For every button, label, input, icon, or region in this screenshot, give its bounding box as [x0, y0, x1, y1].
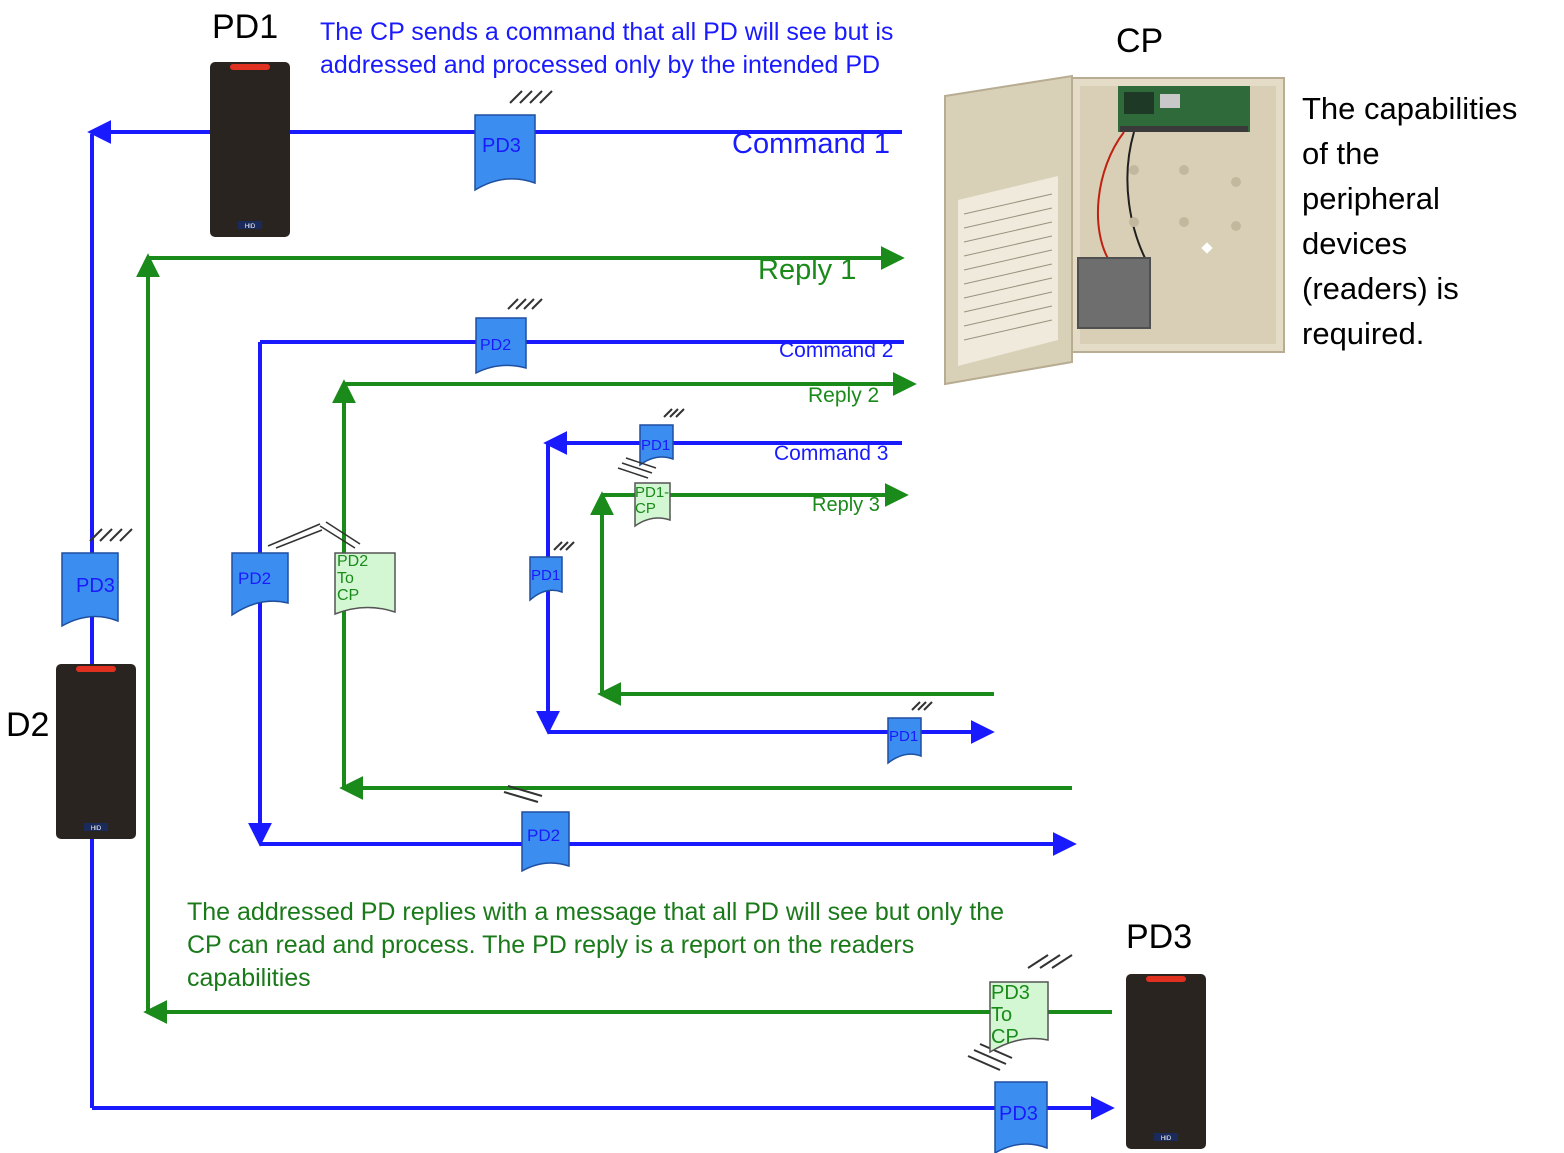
reader-badge-pd1: HID	[245, 224, 256, 230]
svg-text:PD1- CP: PD1- CP	[635, 484, 673, 517]
label-reply-3: Reply 3	[812, 494, 880, 516]
device-label-pd1: PD1	[212, 8, 279, 46]
reply-3-path	[590, 483, 994, 706]
packet-pd3-command1: PD3	[474, 90, 553, 192]
reader-badge-pd2: HID	[91, 826, 102, 832]
note-capabilities: The capabilities of the peripheral devic…	[1302, 91, 1518, 351]
svg-text:PD3: PD3	[482, 135, 521, 157]
label-command-2: Command 2	[779, 339, 894, 362]
packet-pd1-bottom: PD1	[887, 701, 933, 765]
packet-pd3-vertical: PD3	[61, 528, 133, 628]
packet-pd3-to-cp: PD3 To CP	[989, 954, 1073, 1054]
command-3-path	[536, 431, 995, 744]
device-label-cp: CP	[1116, 22, 1164, 60]
svg-text:PD2: PD2	[480, 337, 511, 354]
packet-pd2-command2: PD2	[475, 298, 543, 375]
label-reply-2: Reply 2	[808, 384, 880, 407]
packet-pd2-vertical: PD2	[231, 552, 289, 617]
reader-badge-pd3: HID	[1161, 1136, 1172, 1142]
svg-text:PD3: PD3	[999, 1103, 1038, 1125]
control-panel-image	[944, 74, 1285, 386]
svg-text:PD1: PD1	[641, 437, 670, 454]
svg-text:PD1: PD1	[531, 567, 560, 584]
packet-pd1-command3: PD1	[639, 408, 685, 467]
device-label-pd2: D2	[6, 706, 50, 744]
svg-text:PD3 To CP: PD3 To CP	[991, 982, 1035, 1048]
svg-text:PD2 To CP: PD2 To CP	[337, 553, 373, 604]
reader-pd3: HID	[1126, 974, 1206, 1149]
packet-pd2-bottom: PD2	[503, 785, 570, 873]
packet-pd2-to-cp: PD2 To CP	[267, 521, 396, 616]
device-label-pd3: PD3	[1126, 918, 1193, 956]
packet-pd3-bottom: PD3	[967, 1043, 1048, 1153]
label-command-3: Command 3	[774, 442, 889, 465]
label-reply-1: Reply 1	[758, 254, 857, 286]
svg-text:PD3: PD3	[76, 575, 115, 597]
label-command-1: Command 1	[732, 128, 890, 160]
svg-text:PD2: PD2	[238, 569, 271, 588]
reply-1-path	[136, 246, 1112, 1024]
packet-pd1-cp: PD1- CP	[617, 457, 673, 528]
note-reply-explanation: The addressed PD replies with a message …	[187, 898, 1005, 992]
reader-pd2: HID	[56, 664, 136, 839]
svg-text:PD2: PD2	[527, 826, 560, 845]
note-command-explanation: The CP sends a command that all PD will …	[320, 18, 894, 79]
packet-pd1-vertical: PD1	[529, 541, 575, 602]
svg-text:PD1: PD1	[889, 728, 918, 745]
reader-pd1: HID	[210, 62, 290, 237]
